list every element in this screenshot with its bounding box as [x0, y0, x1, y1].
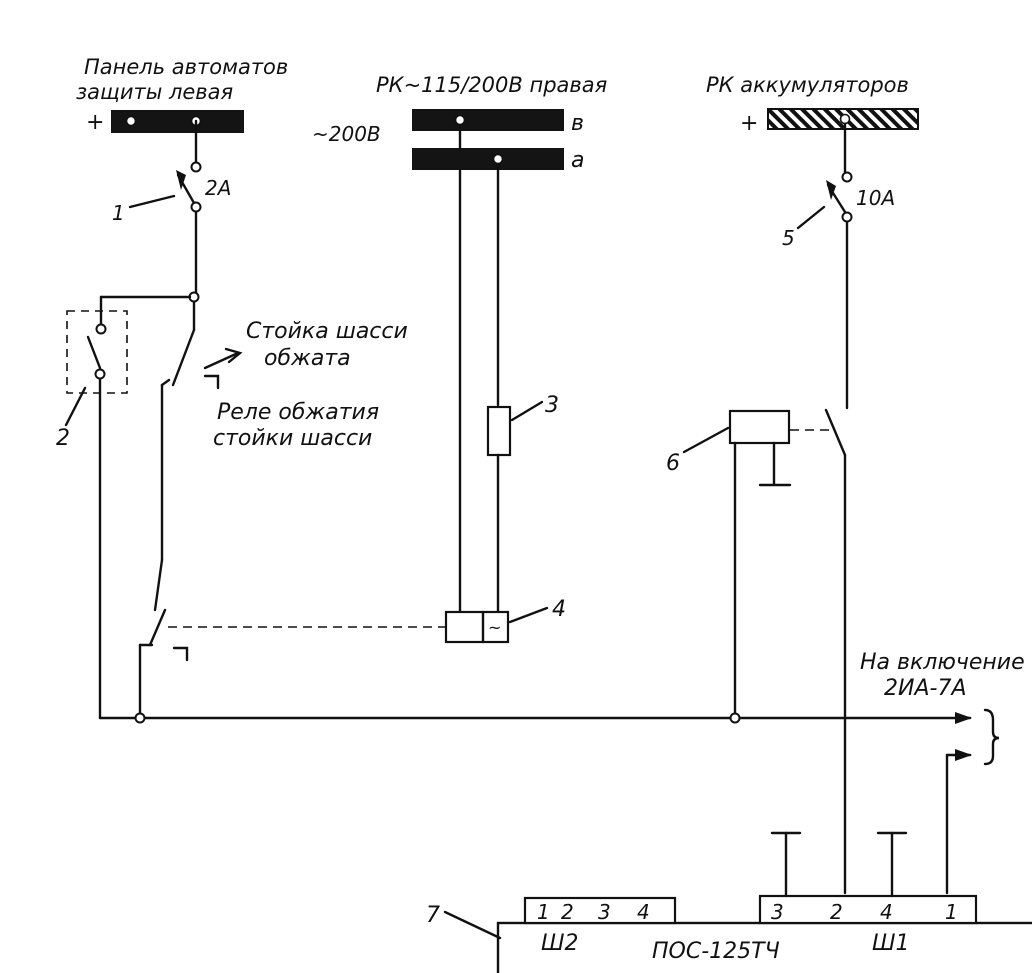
- output-label-line1: На включение: [860, 650, 1025, 675]
- chassis-relay-label-line2: стойки шасси: [213, 426, 372, 451]
- chassis-switch-label-line2: обжата: [264, 346, 351, 371]
- left-panel-busbar: [111, 110, 244, 133]
- relay-6-number: 6: [666, 451, 680, 476]
- resistor-3: 3: [486, 393, 559, 614]
- converter-name: ПОС-125ТЧ: [652, 939, 780, 964]
- breaker-1-number: 1: [112, 201, 125, 225]
- breaker-1-bottom-contact: [190, 201, 202, 213]
- sh2-pin-1: 1: [537, 900, 550, 924]
- sh2-pin-4: 4: [637, 900, 650, 924]
- rk-battery-plus-sign: +: [740, 111, 758, 136]
- sh1-pin-1: 1: [945, 900, 958, 924]
- left-panel-title-line1: Панель автоматов: [84, 55, 288, 79]
- sh1-pin-2: 2: [830, 900, 843, 924]
- switch-2-bottom-contact: [94, 368, 106, 380]
- breaker-5-top-contact: [841, 171, 853, 183]
- connector-sh2: [523, 896, 677, 925]
- switch-2-top-contact: [95, 323, 107, 335]
- chassis-switch: Стойка шасси обжата Реле обжатия стойки …: [153, 300, 408, 612]
- sh2-pin-2: 2: [561, 900, 574, 924]
- breaker-1-rating: 2А: [205, 176, 231, 200]
- connector-sh1: [758, 894, 978, 925]
- resistor-3-number: 3: [545, 393, 559, 418]
- rk-battery-title: РК аккумуляторов: [706, 73, 909, 97]
- rk-right-panel: РК~115/200В правая ~200В в а: [312, 73, 607, 614]
- converter-7: 7 ПОС-125ТЧ 1 2 3 4 Ш2 3 2 4 1 Ш1: [426, 831, 1032, 973]
- breaker-5-rating: 10А: [856, 186, 895, 210]
- rk-battery-panel: РК аккумуляторов +: [706, 73, 919, 136]
- output-label-line2: 2ИА-7А: [884, 676, 967, 701]
- left-panel-title-line2: защиты левая: [76, 80, 233, 104]
- bus-b-label: в: [571, 111, 584, 136]
- relay-6: 6: [666, 408, 847, 895]
- breaker-5-number: 5: [782, 226, 795, 250]
- left-busbar-terminal: [125, 115, 137, 127]
- left-panel: Панель автоматов защиты левая +: [76, 55, 288, 135]
- breaker-5-bottom-contact: [841, 211, 853, 223]
- rk-right-title: РК~115/200В правая: [376, 73, 607, 97]
- bus-a-label: а: [571, 148, 584, 173]
- bottom-junction-node: [134, 712, 146, 724]
- converter-number: 7: [426, 903, 440, 928]
- left-panel-plus-sign: +: [86, 110, 104, 135]
- output-line: На включение 2ИА-7А: [98, 650, 1025, 895]
- breaker-1-top-contact: [190, 161, 202, 173]
- sh2-pin-3: 3: [598, 900, 611, 924]
- busbar-b-terminal: [454, 114, 466, 126]
- busbar-a-terminal: [492, 153, 504, 165]
- rk-right-voltage: ~200В: [312, 122, 381, 146]
- sh1-pin-3: 3: [771, 900, 784, 924]
- chassis-relay-label-line1: Реле обжатия: [217, 400, 379, 425]
- connector-sh2-label: Ш2: [541, 931, 579, 956]
- relay-4: ~ 4: [444, 597, 566, 644]
- relay-4-ac-symbol: ~: [488, 618, 501, 637]
- rk-right-busbar-a: [412, 148, 564, 170]
- breaker-1: 2А 1: [112, 119, 231, 295]
- rk-right-busbar-b: [412, 109, 564, 131]
- chassis-switch-label-line1: Стойка шасси: [246, 319, 408, 344]
- switch-2: 2: [56, 295, 128, 720]
- battery-busbar-terminal: [839, 113, 851, 125]
- switch-2-number: 2: [56, 426, 70, 451]
- breaker-5: 10А 5: [782, 122, 895, 410]
- relay-4-contact: [138, 608, 446, 720]
- sh1-pin-4: 4: [880, 900, 893, 924]
- relay-6-junction-node: [729, 712, 741, 724]
- relay-4-number: 4: [552, 597, 566, 622]
- connector-sh1-label: Ш1: [872, 931, 910, 956]
